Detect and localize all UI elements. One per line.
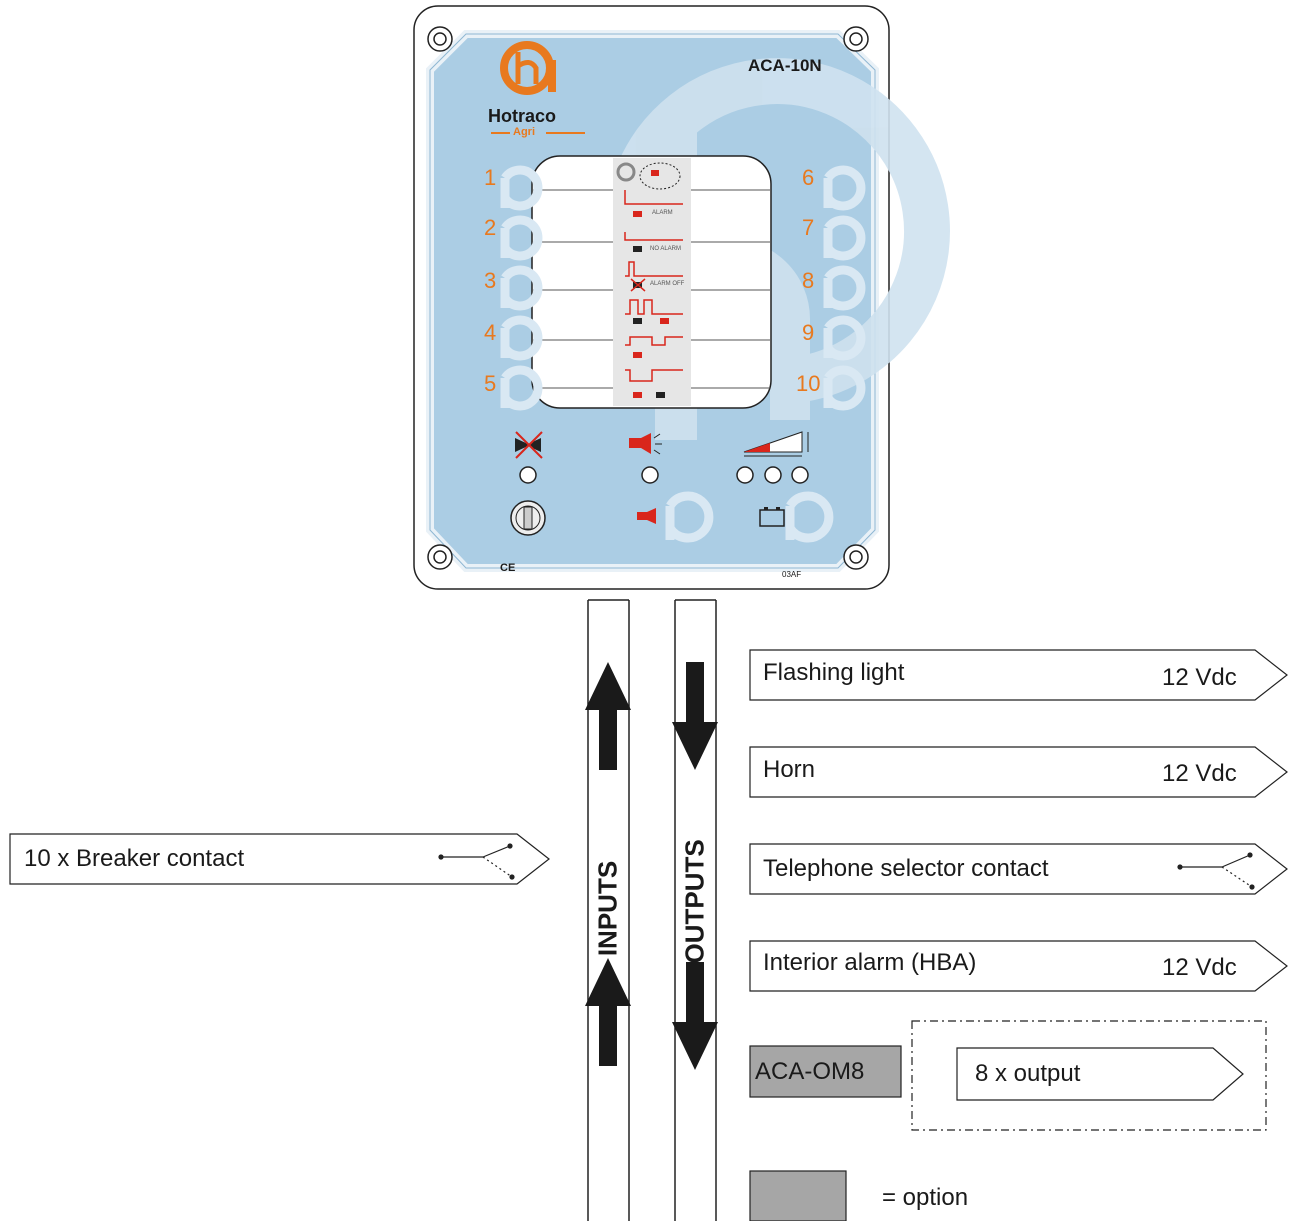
channel-number[interactable]: 9: [802, 320, 815, 345]
legend-strip: [616, 162, 683, 382]
channel-number[interactable]: 10: [796, 371, 821, 396]
output-label: Horn: [763, 756, 816, 783]
output-label: Telephone selector contact: [763, 855, 1049, 882]
option-output-tag: [956, 1047, 1244, 1101]
legend-alarm-off: ALARM OFF: [650, 281, 685, 287]
option-output-label: 8 x output: [975, 1060, 1081, 1087]
horn-button-icon: [637, 491, 714, 543]
legend-alarm: ALARM: [652, 210, 673, 216]
volume-ramp-icon: [743, 431, 809, 457]
outputs-label: OUTPUTS: [679, 839, 710, 964]
output-value: 12 Vdc: [1162, 760, 1237, 787]
channel-number[interactable]: 6: [802, 165, 815, 190]
legend-text: = option: [882, 1184, 969, 1211]
down-arrow-icon: [672, 662, 718, 1070]
channel-number[interactable]: 8: [802, 268, 815, 293]
ce-mark: CE: [500, 562, 516, 574]
brand-subname: Agri: [513, 126, 535, 138]
output-value: 12 Vdc: [1162, 664, 1237, 691]
screw-icon: [427, 26, 869, 570]
flow-channels: [587, 599, 717, 1221]
legend-no-alarm: NO ALARM: [650, 246, 682, 252]
output-label: Interior alarm (HBA): [763, 949, 977, 976]
up-arrow-icon: [585, 662, 631, 1066]
legend-swatch: [749, 1170, 847, 1221]
channel-button-icons: [500, 165, 866, 411]
channel-number[interactable]: 4: [484, 320, 497, 345]
input-label: 10 x Breaker contact: [24, 845, 245, 872]
device-code: 03AF: [782, 570, 802, 579]
option-module-box: [749, 1045, 902, 1098]
channel-number[interactable]: 1: [484, 165, 497, 190]
output-label: Flashing light: [763, 659, 905, 686]
channel-number[interactable]: 2: [484, 215, 497, 240]
option-dashed-frame: [911, 1020, 1267, 1131]
brand-logo-icon: [491, 41, 585, 134]
output-value: 12 Vdc: [1162, 954, 1237, 981]
horn-muted-icon: [515, 431, 543, 459]
channel-number[interactable]: 5: [484, 371, 497, 396]
horn-active-icon: [629, 433, 662, 455]
output-tag-shapes: [749, 649, 1288, 992]
option-module-name: ACA-OM8: [755, 1058, 865, 1085]
key-switch-icon: [510, 500, 546, 536]
channel-number[interactable]: 7: [802, 215, 815, 240]
brand-name: Hotraco: [488, 106, 557, 126]
inputs-label: INPUTS: [592, 860, 623, 957]
input-tag-shape: [9, 833, 550, 885]
device-model: ACA-10N: [748, 56, 822, 75]
led-indicator: [519, 466, 809, 484]
battery-button-icon: [759, 491, 834, 543]
channel-number[interactable]: 3: [484, 268, 497, 293]
